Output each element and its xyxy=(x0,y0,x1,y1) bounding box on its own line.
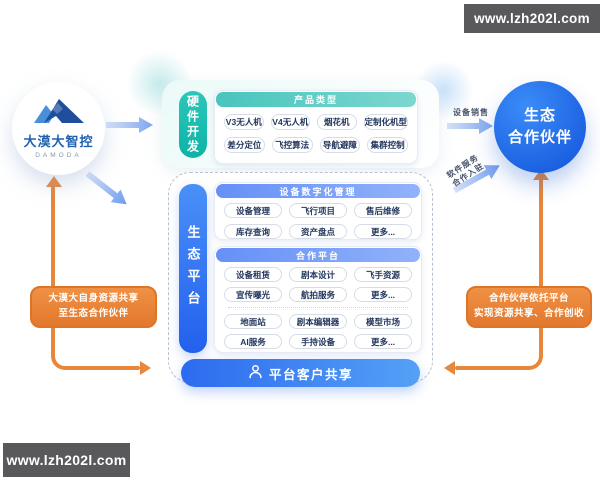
coop-row-4: AI服务 手持设备 更多... xyxy=(224,334,412,349)
device-digital-management-card: 设备数字化管理 设备管理 飞行项目 售后维修 库存查询 资产盘点 更多... xyxy=(214,182,422,240)
hardware-side-label: 硬件开发 xyxy=(185,94,200,155)
left-note-line1: 大漠大自身资源共享 xyxy=(48,293,139,305)
eco-partner-circle: 生态 合作伙伴 xyxy=(494,81,586,173)
left-note-line2: 至生态合作伙伴 xyxy=(58,308,129,319)
right-note-box: 合作伙伴依托平台 实现资源共享、合作创收 xyxy=(466,286,592,328)
device-row-1: 设备管理 飞行项目 售后维修 xyxy=(224,203,412,218)
eco-side-bar: 生态平台 xyxy=(179,184,207,353)
coop-row-1: 设备租赁 剧本设计 飞手资源 xyxy=(224,267,412,282)
chip-v4-drone: V4无人机 xyxy=(270,114,310,130)
orange-arrowhead-up-right xyxy=(533,169,549,180)
footer-pill-label: 平台客户共享 xyxy=(268,367,353,382)
person-icon xyxy=(248,364,263,382)
chip-after-sales-repair: 售后维修 xyxy=(354,203,412,218)
chip-pilot-resources: 飞手资源 xyxy=(354,267,412,282)
chip-handheld-device: 手持设备 xyxy=(289,334,347,349)
chip-asset-check: 资产盘点 xyxy=(289,224,347,239)
cooperation-header: 合作平台 xyxy=(216,248,420,262)
chip-swarm-control: 集群控制 xyxy=(367,137,408,153)
device-row-2: 库存查询 资产盘点 更多... xyxy=(224,224,412,239)
chip-script-design: 剧本设计 xyxy=(289,267,347,282)
cooperation-platform-card: 合作平台 设备租赁 剧本设计 飞手资源 宣传曝光 航拍服务 更多... 地面站 … xyxy=(214,246,422,353)
partner-circle-line2: 合作伙伴 xyxy=(507,129,572,146)
chip-navigation-avoidance: 导航避障 xyxy=(319,137,361,153)
chip-publicity-exposure: 宣传曝光 xyxy=(224,287,282,302)
hardware-side-bar: 硬件开发 xyxy=(179,91,207,158)
logo-title: 大漠大智控 xyxy=(23,133,94,149)
arrow-device-sales-icon xyxy=(447,118,493,134)
right-note-line1: 合作伙伴依托平台 xyxy=(488,293,569,305)
device-sales-label: 设备销售 xyxy=(453,108,489,117)
chip-v3-drone: V3无人机 xyxy=(224,114,264,130)
chip-inventory-query: 库存查询 xyxy=(224,224,282,239)
chip-more-2: 更多... xyxy=(354,287,412,302)
watermark-top-right: www.lzh202l.com xyxy=(464,4,600,33)
orange-corner-left xyxy=(51,353,67,370)
chip-model-market: 模型市场 xyxy=(354,314,412,329)
device-management-header: 设备数字化管理 xyxy=(216,184,420,198)
orange-line-left-horizontal xyxy=(66,366,140,370)
damoda-logo-circle: 大漠大智控 DAMODA xyxy=(12,82,105,175)
coop-card-divider xyxy=(228,307,408,308)
chip-ai-service: AI服务 xyxy=(224,334,282,349)
arrow-software-service-icon xyxy=(452,165,500,194)
mountain-logo-icon xyxy=(32,98,86,128)
product-type-card: 产品类型 V3无人机 V4无人机 烟花机 定制化机型 差分定位 飞控算法 导航避… xyxy=(214,90,418,164)
chip-device-management: 设备管理 xyxy=(224,203,282,218)
chip-script-editor: 剧本编辑器 xyxy=(289,314,347,329)
right-note-line2: 实现资源共享、合作创收 xyxy=(473,308,584,319)
chip-more-3: 更多... xyxy=(354,334,412,349)
product-row-2: 差分定位 飞控算法 导航避障 集群控制 xyxy=(224,137,408,153)
orange-arrowhead-left xyxy=(444,361,455,375)
chip-device-rental: 设备租赁 xyxy=(224,267,282,282)
arrow-logo-to-hardware-icon xyxy=(106,117,153,133)
orange-corner-right xyxy=(527,353,543,370)
eco-side-label: 生态平台 xyxy=(185,224,201,313)
arrow-logo-to-eco-icon xyxy=(85,171,127,205)
chip-ground-station: 地面站 xyxy=(224,314,282,329)
logo-subtitle: DAMODA xyxy=(35,151,82,159)
chip-differential-positioning: 差分定位 xyxy=(224,137,265,153)
orange-arrowhead-right xyxy=(140,361,151,375)
chip-flight-control-algorithm: 飞控算法 xyxy=(271,137,313,153)
partner-circle-line1: 生态 xyxy=(523,107,556,125)
orange-line-right-vertical xyxy=(539,179,543,357)
chip-firework-machine: 烟花机 xyxy=(317,114,357,130)
coop-row-3: 地面站 剧本编辑器 模型市场 xyxy=(224,314,412,329)
left-note-box: 大漠大自身资源共享 至生态合作伙伴 xyxy=(30,286,157,328)
product-type-header: 产品类型 xyxy=(216,92,416,107)
orange-line-right-horizontal xyxy=(455,366,528,370)
platform-customer-sharing-pill: 平台客户共享 xyxy=(181,359,420,387)
orange-line-left-vertical xyxy=(51,186,55,357)
orange-arrowhead-up-left xyxy=(46,176,62,187)
chip-flight-project: 飞行项目 xyxy=(289,203,347,218)
chip-more-1: 更多... xyxy=(354,224,412,239)
chip-custom-model: 定制化机型 xyxy=(363,114,409,130)
product-row-1: V3无人机 V4无人机 烟花机 定制化机型 xyxy=(224,114,409,130)
chip-aerial-photo-service: 航拍服务 xyxy=(289,287,347,302)
coop-row-2: 宣传曝光 航拍服务 更多... xyxy=(224,287,412,302)
watermark-bottom-left: www.lzh202l.com xyxy=(3,443,130,477)
